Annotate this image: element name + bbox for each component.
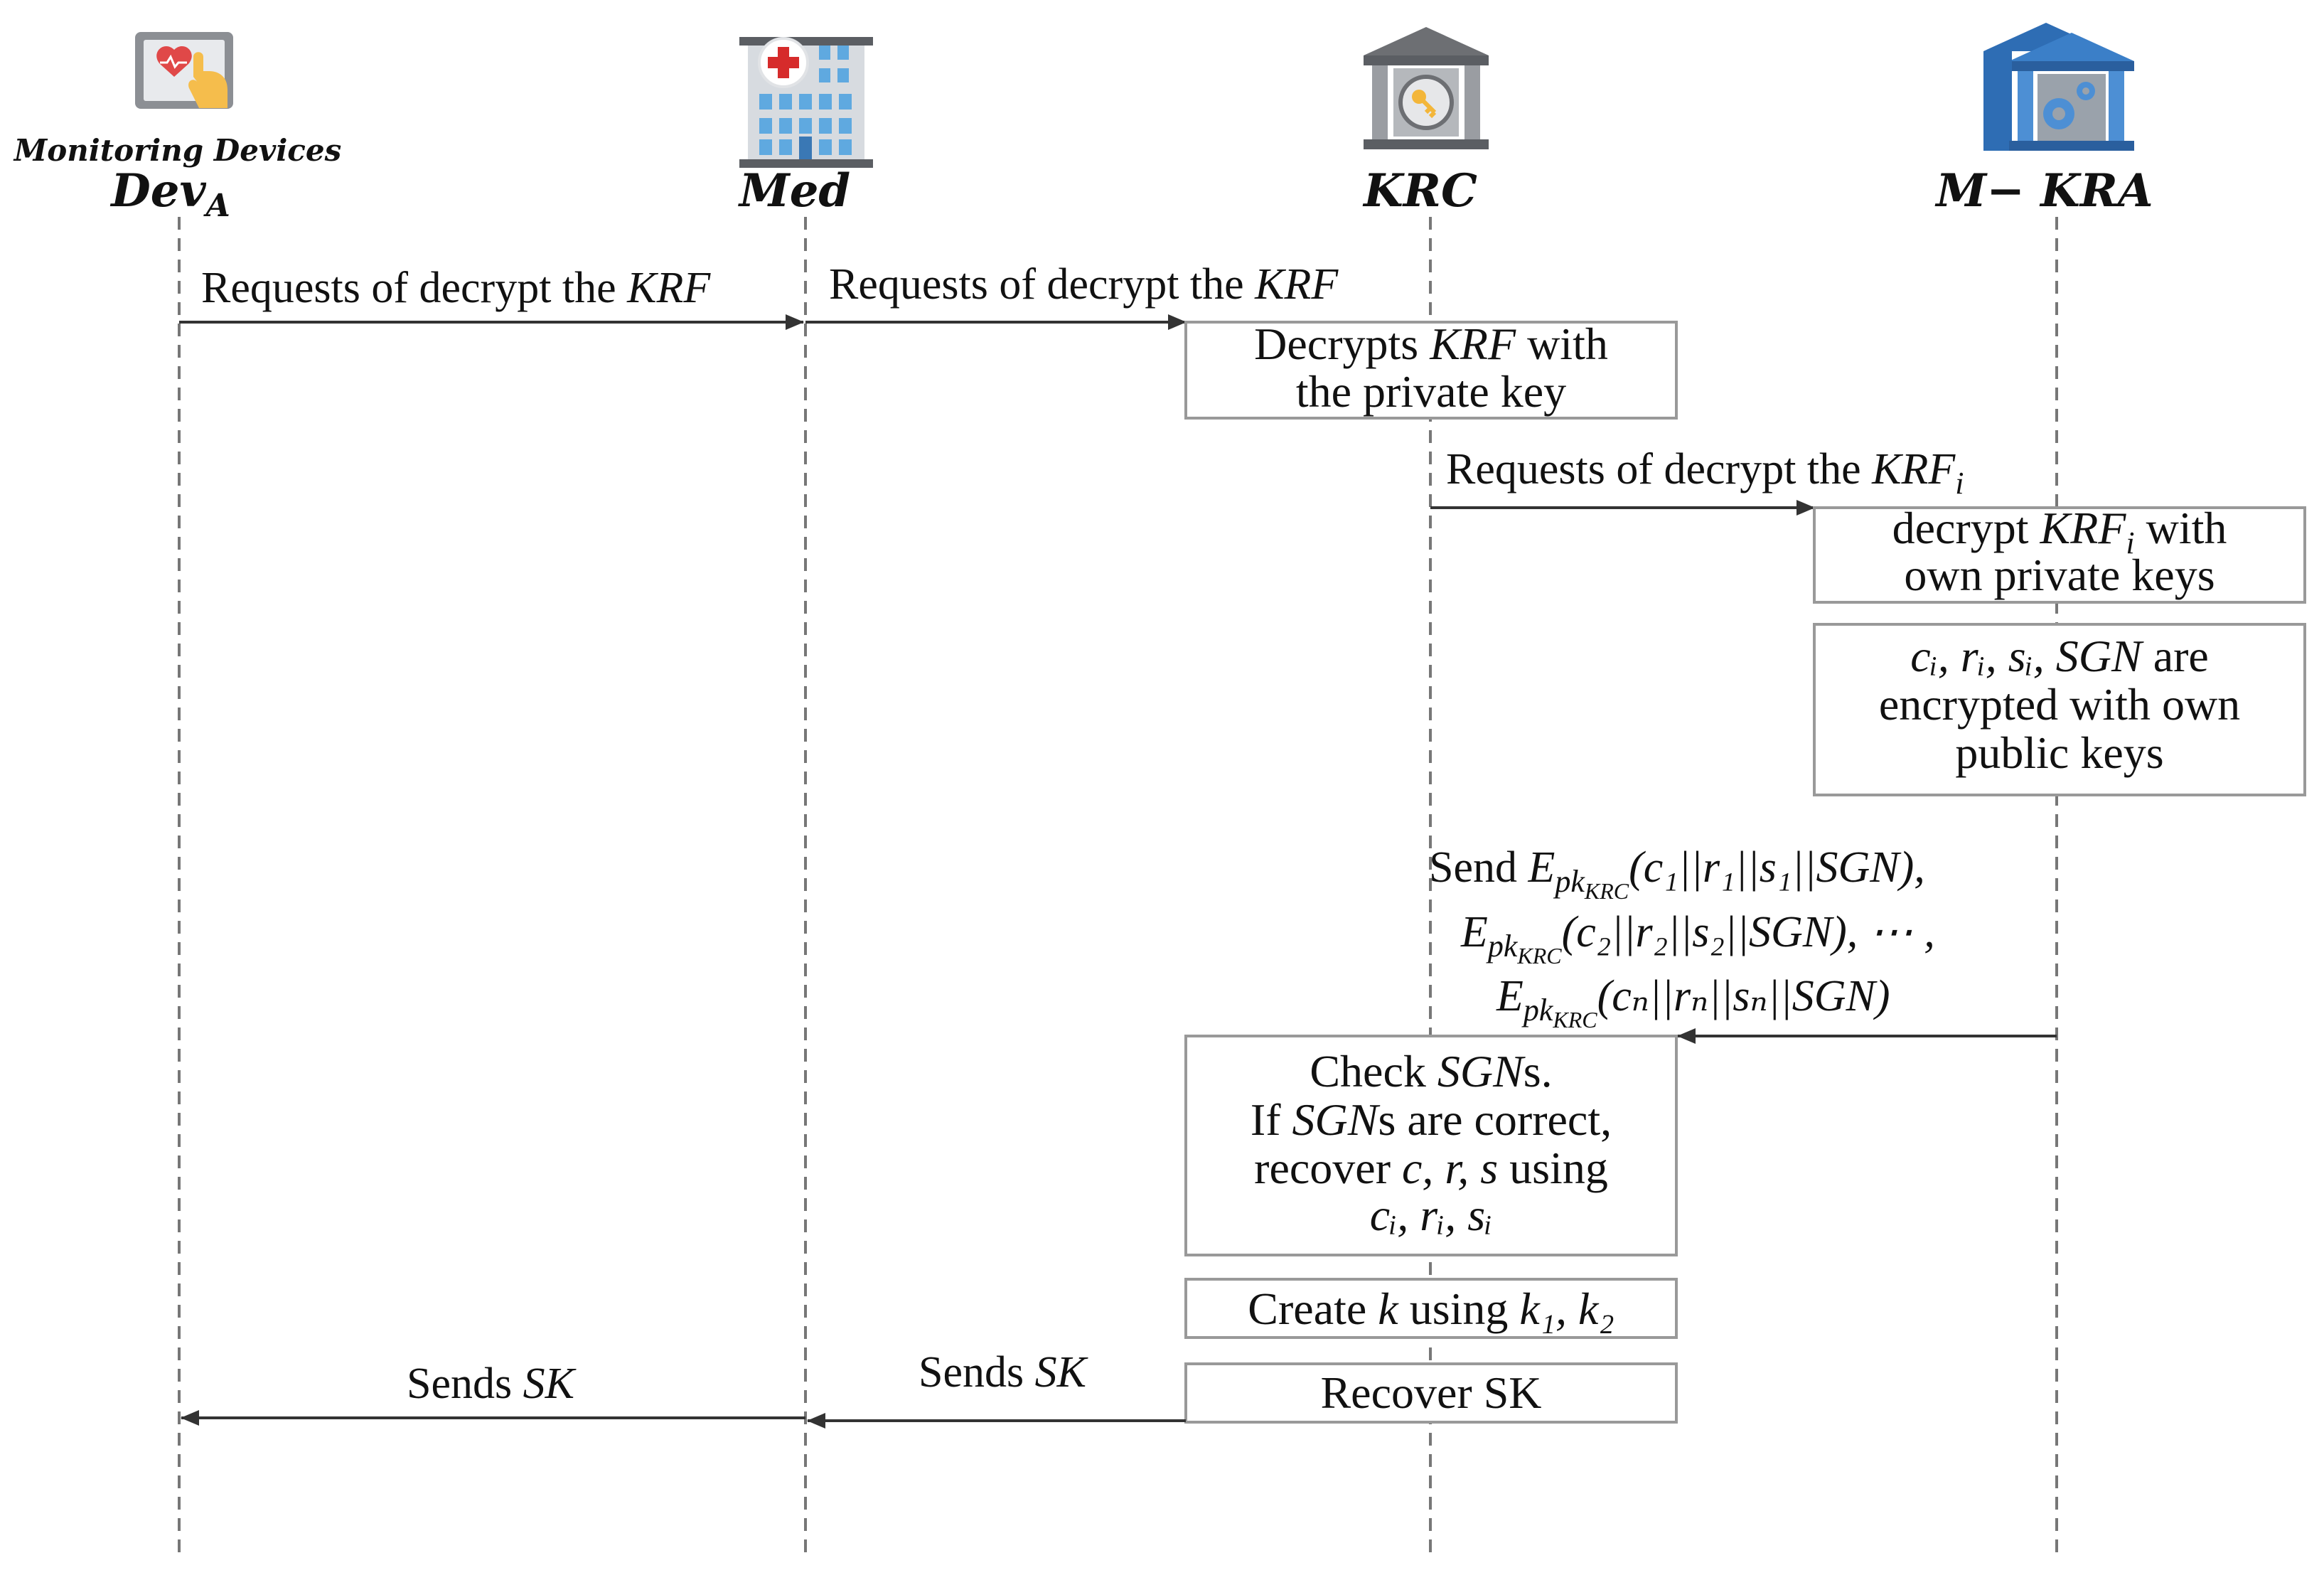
box-recover-sk-text: Recover SK: [1320, 1367, 1541, 1418]
box-recover-sk: [1184, 1362, 1678, 1424]
box-decrypt-krfi-line1: decrypt KRFi with: [1892, 503, 2227, 560]
med-label: Med: [738, 164, 850, 218]
box-check-line2: If SGNs are correct,: [1251, 1094, 1612, 1145]
dev-caption: Monitoring Devices: [13, 133, 341, 168]
box-encrypt-public-keys: [1813, 623, 2306, 796]
mkra-label: M− KRA: [1934, 164, 2153, 218]
box-encrypt-line1: cᵢ, rᵢ, sᵢ, SGN are: [1910, 631, 2209, 681]
box-create-k-text: Create k using k₁, k₂: [1248, 1283, 1614, 1334]
tablet-heart-icon: [135, 32, 233, 109]
bank-key-icon: [1364, 27, 1489, 149]
box-create-k: [1184, 1278, 1678, 1339]
hospital-icon: [739, 37, 873, 168]
message-send-e1: Send EpkKRC(c₁||r₁||s₁||SGN),: [1429, 843, 1925, 904]
box-decrypt-krf-line1: Decrypts KRF with: [1254, 319, 1608, 369]
message-request-krfi: Requests of decrypt the KRFi: [1446, 445, 1964, 501]
box-check-line3: recover c, r, s using: [1254, 1143, 1608, 1193]
box-encrypt-line2: encrypted with own: [1879, 679, 2240, 730]
message-sends-sk-krc: Sends SK: [919, 1348, 1089, 1397]
box-decrypt-krfi-line2: own private keys: [1904, 550, 2215, 600]
box-encrypt-line3: public keys: [1955, 727, 2163, 778]
message-sends-sk-med: Sends SK: [407, 1360, 577, 1408]
message-request-krf-med: Requests of decrypt the KRF: [829, 260, 1339, 309]
dev-label: DevA: [109, 164, 230, 224]
box-check-line1: Check SGNs.: [1310, 1046, 1552, 1096]
box-check-line4: cᵢ, rᵢ, sᵢ: [1370, 1190, 1493, 1240]
krc-label: KRC: [1362, 164, 1477, 218]
box-decrypt-krf: [1184, 321, 1678, 420]
message-send-en: EpkKRC(cₙ||rₙ||sₙ||SGN): [1496, 972, 1890, 1032]
box-check-sgn: [1184, 1035, 1678, 1256]
box-decrypt-krfi: [1813, 506, 2306, 604]
message-request-krf-dev: Requests of decrypt the KRF: [201, 264, 711, 312]
box-decrypt-krf-line2: the private key: [1296, 366, 1566, 417]
message-send-e2: EpkKRC(c₂||r₂||s₂||SGN), ⋯ ,: [1460, 908, 1935, 968]
bank-gear-icon: [1983, 23, 2134, 151]
